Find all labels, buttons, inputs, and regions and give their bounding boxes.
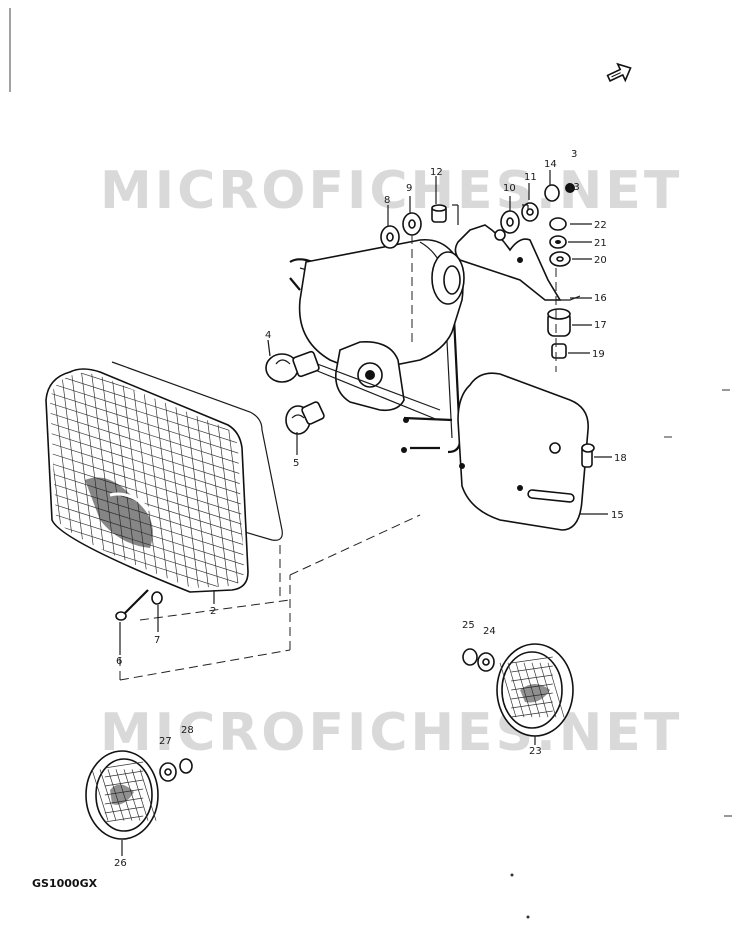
label-7: 7: [154, 635, 160, 646]
label-6: 6: [116, 656, 122, 667]
nut-7: [151, 591, 163, 605]
label-2: 2: [210, 606, 216, 617]
label-15: 15: [611, 510, 624, 521]
label-17: 17: [594, 320, 607, 331]
washer-28: [179, 758, 193, 774]
screw-6: [115, 589, 149, 621]
label-18: 18: [614, 453, 627, 464]
dot-mark: [510, 873, 514, 877]
front-arrow-icon: [606, 62, 632, 83]
label-21: 21: [594, 238, 607, 249]
label-10: 10: [503, 183, 516, 194]
washer-20: [549, 251, 571, 267]
label-25: 25: [462, 620, 475, 631]
nut-27: [159, 762, 177, 782]
label-8: 8: [384, 195, 390, 206]
cushion-17: [547, 308, 571, 337]
washer-10: [500, 210, 520, 234]
nut-14: [544, 184, 560, 202]
lamp-housing: [289, 238, 465, 454]
label-28: 28: [181, 725, 194, 736]
spacer-12: [431, 204, 447, 223]
label-24: 24: [483, 626, 496, 637]
part-labels: 2 3 4 5 6 7 8 9 10 11 12 13 14 15 16 17 …: [114, 149, 627, 869]
nut-13: [565, 183, 575, 193]
label-14: 14: [544, 159, 557, 170]
watermark-top: MICROFICHES.NET: [100, 161, 682, 221]
model-code: GS1000GX: [32, 877, 98, 890]
label-5: 5: [293, 458, 299, 469]
nut-21: [549, 235, 567, 249]
leader-lines: [119, 170, 612, 856]
label-16: 16: [594, 293, 607, 304]
label-4: 4: [265, 330, 271, 341]
label-9: 9: [406, 183, 412, 194]
bracket-plate: [457, 372, 589, 531]
washer-22: [549, 217, 567, 231]
washer-25: [462, 648, 478, 666]
label-12: 12: [430, 167, 443, 178]
nut-24: [477, 652, 495, 672]
label-22: 22: [594, 220, 607, 231]
label-13: 13: [567, 182, 580, 193]
collar-19: [551, 343, 567, 359]
washer-8: [380, 225, 400, 249]
label-23: 23: [529, 746, 542, 757]
upper-bracket: [454, 224, 562, 301]
watermark-bottom: MICROFICHES.NET: [100, 703, 682, 763]
screw-18: [581, 443, 595, 468]
reflector-26: [85, 750, 159, 840]
label-27: 27: [159, 736, 172, 747]
washer-9: [402, 212, 422, 236]
label-26: 26: [114, 858, 127, 869]
label-19: 19: [592, 349, 605, 360]
nut-11: [521, 202, 539, 222]
label-20: 20: [594, 255, 607, 266]
label-11: 11: [524, 172, 537, 183]
tail-lamp-lens: [45, 361, 283, 593]
dot-mark: [526, 915, 530, 919]
bulb-5: [285, 401, 325, 435]
bulb-4: [265, 350, 320, 383]
label-3: 3: [571, 149, 577, 160]
reflector-23: [496, 643, 574, 737]
